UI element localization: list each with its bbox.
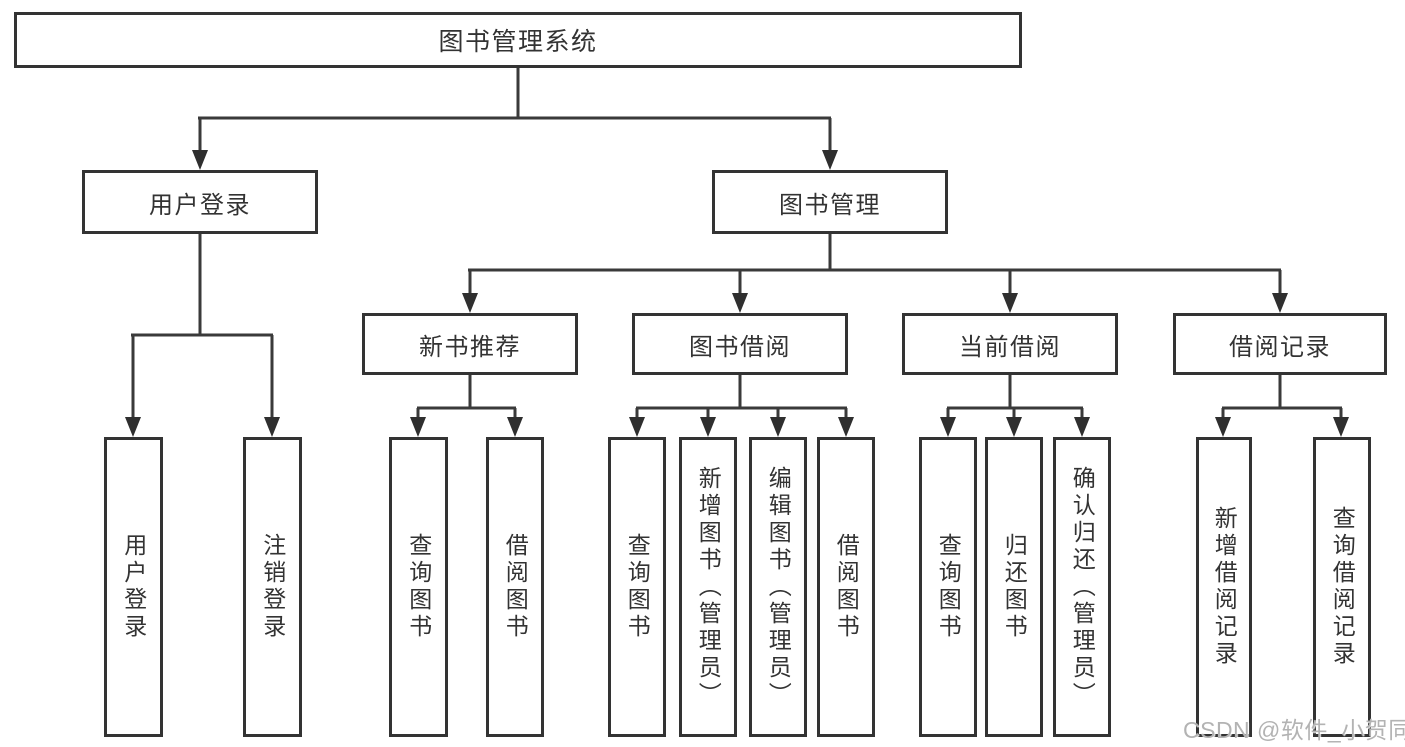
leaf-confirm-return-admin: 确认归还（管理员） [1053, 437, 1111, 737]
node-new-book-recommendation: 新书推荐 [362, 313, 578, 375]
leaf-label: 用户登录 [120, 533, 147, 641]
node-library-management-system: 图书管理系统 [14, 12, 1022, 68]
leaf-label: 查询图书 [624, 533, 651, 641]
leaf-label: 借阅图书 [502, 533, 529, 641]
leaf-label: 查询图书 [935, 533, 962, 641]
leaf-edit-book-admin: 编辑图书（管理员） [749, 437, 807, 737]
leaf-label: 借阅图书 [833, 533, 860, 641]
leaf-label: 编辑图书（管理员） [765, 465, 792, 709]
leaf-label: 查询图书 [405, 533, 432, 641]
node-label: 图书管理 [779, 191, 881, 219]
leaf-label: 新增借阅记录 [1211, 506, 1238, 668]
leaf-user-login: 用户登录 [104, 437, 163, 737]
leaf-query-borrow-record: 查询借阅记录 [1313, 437, 1371, 737]
leaf-return-book: 归还图书 [985, 437, 1043, 737]
leaf-query-books-current: 查询图书 [919, 437, 977, 737]
leaf-query-books-borrow: 查询图书 [608, 437, 666, 737]
leaf-label: 归还图书 [1001, 533, 1028, 641]
leaf-label: 查询借阅记录 [1329, 506, 1356, 668]
leaf-label: 注销登录 [259, 533, 286, 641]
leaf-add-book-admin: 新增图书（管理员） [679, 437, 737, 737]
node-label: 借阅记录 [1229, 333, 1331, 361]
node-label: 用户登录 [149, 191, 251, 219]
watermark: CSDN @软件_小贺同学 [1183, 717, 1405, 743]
leaf-label: 新增图书（管理员） [695, 465, 722, 709]
leaf-borrow-books: 借阅图书 [817, 437, 875, 737]
node-borrowing-records: 借阅记录 [1173, 313, 1387, 375]
leaf-logout: 注销登录 [243, 437, 302, 737]
leaf-add-borrow-record: 新增借阅记录 [1196, 437, 1252, 737]
leaf-label: 确认归还（管理员） [1069, 465, 1096, 709]
node-current-borrowing: 当前借阅 [902, 313, 1118, 375]
node-label: 当前借阅 [959, 333, 1061, 361]
leaf-query-books-recommend: 查询图书 [389, 437, 448, 737]
node-book-management: 图书管理 [712, 170, 948, 234]
node-user-login: 用户登录 [82, 170, 318, 234]
node-label: 图书借阅 [689, 333, 791, 361]
node-label: 图书管理系统 [438, 28, 598, 56]
node-label: 新书推荐 [419, 333, 521, 361]
node-book-borrowing: 图书借阅 [632, 313, 848, 375]
leaf-borrow-books-recommend: 借阅图书 [486, 437, 544, 737]
